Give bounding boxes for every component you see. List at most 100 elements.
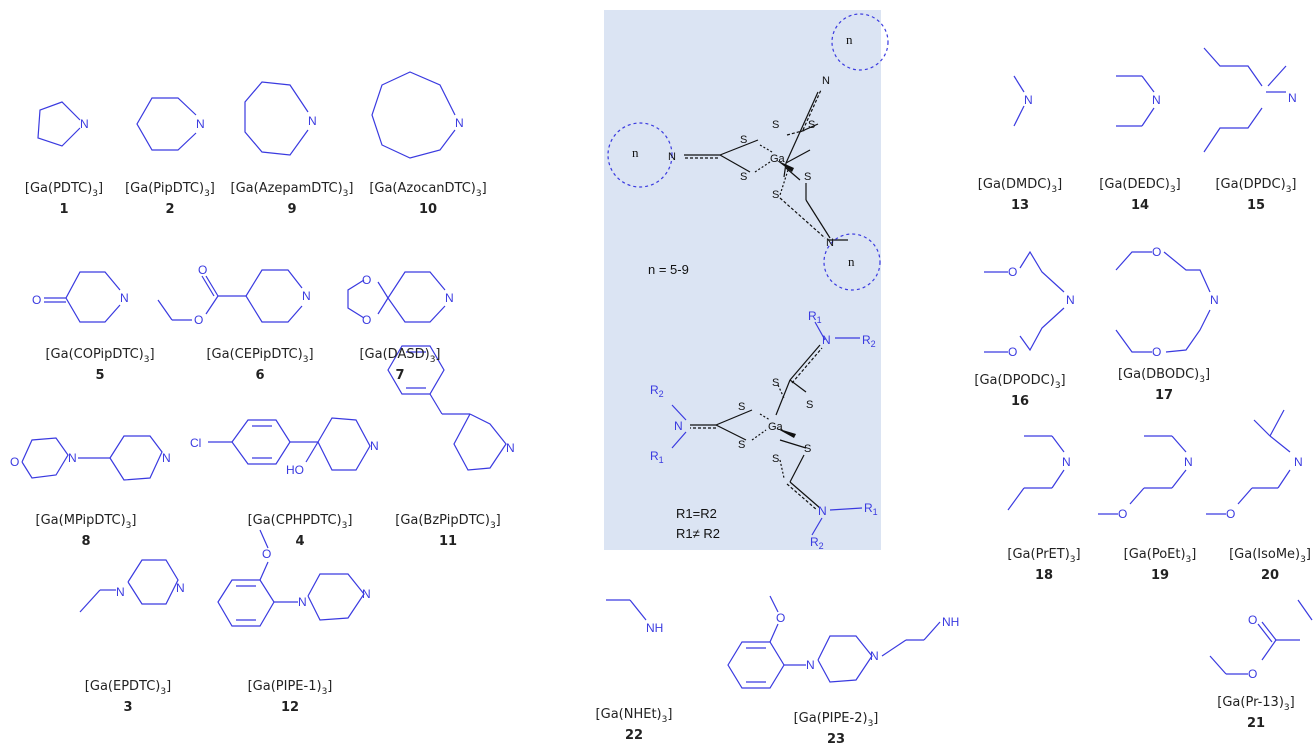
- compound-number: 18: [1035, 568, 1053, 583]
- compound-name: [Ga(Pr-13)3]: [1217, 695, 1294, 713]
- compound-name: [Ga(PIPE-1)3]: [248, 679, 333, 697]
- structure-6: [157, 269, 303, 323]
- core-n-left: N: [668, 151, 676, 163]
- atom-o-17a: O: [1152, 245, 1161, 259]
- atom-n-11: N: [506, 441, 515, 455]
- r-label-left-r2: R2: [650, 383, 664, 399]
- compound-19: [Ga(PoEt)3]19: [1124, 547, 1197, 583]
- ring-label-left: n: [632, 145, 639, 160]
- r-label-top-r2: R2: [862, 333, 876, 349]
- compound-name: [Ga(DBODC)3]: [1118, 367, 1210, 385]
- compound-7: [Ga(DASD)3]7: [359, 347, 440, 383]
- compound-1: [Ga(PDTC)3]1: [25, 181, 103, 217]
- atom-n-16: N: [1066, 293, 1075, 307]
- structure-15: [1203, 47, 1287, 153]
- compound-number: 17: [1155, 388, 1173, 403]
- compound-number: 16: [1011, 394, 1029, 409]
- compound-21: [Ga(Pr-13)3]21: [1217, 695, 1294, 731]
- core-ga-top: Ga: [770, 153, 786, 165]
- acyclic-s2: S: [738, 439, 745, 451]
- atom-n-14: N: [1152, 93, 1161, 107]
- compound-number: 3: [123, 700, 132, 715]
- svg-text:R2: R2: [650, 383, 664, 399]
- atom-nh-22: NH: [646, 621, 663, 635]
- compound-number: 4: [295, 534, 304, 549]
- svg-text:R2: R2: [862, 333, 876, 349]
- core-s1: S: [740, 134, 747, 146]
- compound-number: 2: [165, 202, 174, 217]
- structure-17: [1115, 251, 1211, 353]
- structure-16: [984, 250, 1065, 353]
- compound-20: [Ga(IsoMe)3] 20: [1229, 547, 1311, 583]
- structure-19: [1098, 435, 1187, 515]
- compound-15: [Ga(DPDC)3]15: [1215, 177, 1296, 213]
- compound-name: [Ga(PipDTC)3]: [125, 181, 215, 199]
- structure-23: [727, 595, 941, 689]
- atom-o-21b: O: [1248, 667, 1257, 681]
- compound-17: [Ga(DBODC)3] 17: [1118, 367, 1210, 403]
- compound-number: 20: [1261, 568, 1279, 583]
- compound-name: [Ga(PoEt)3]: [1124, 547, 1197, 565]
- compound-name: [Ga(NHEt)3]: [596, 707, 673, 725]
- structure-1: [37, 101, 81, 147]
- compound-name: [Ga(MPipDTC)3]: [36, 513, 137, 531]
- ring-bottom-right: [823, 233, 881, 291]
- compound-name: [Ga(CEPipDTC)3]: [206, 347, 313, 365]
- svg-text:R1: R1: [864, 501, 878, 517]
- r-notequal-label: R1≠ R2: [676, 526, 720, 541]
- compound-name: [Ga(AzepamDTC)3]: [231, 181, 354, 199]
- acyclic-s4: S: [806, 399, 813, 411]
- core-n-bottom: N: [826, 237, 834, 249]
- atom-n-1: N: [80, 117, 89, 131]
- atom-n-15: N: [1288, 91, 1297, 105]
- acyclic-s1: S: [738, 401, 745, 413]
- atom-n-23b: N: [870, 649, 879, 663]
- compound-8: [Ga(MPipDTC)3]8: [36, 513, 137, 549]
- structure-3: [79, 559, 179, 613]
- structure-7: [347, 271, 446, 323]
- atom-n-23a: N: [806, 658, 815, 672]
- atom-o-23: O: [776, 611, 785, 625]
- acyclic-n-left: N: [674, 419, 683, 433]
- ring-label-top: n: [846, 32, 853, 47]
- atom-n-3a: N: [116, 585, 125, 599]
- atom-n-2: N: [196, 117, 205, 131]
- atom-n-10: N: [455, 116, 464, 130]
- r-label-bottom-r1: R1: [864, 501, 878, 517]
- compound-number: 10: [419, 202, 437, 217]
- r-label-bottom-r2: R2: [810, 535, 824, 551]
- atom-n-12b: N: [362, 587, 371, 601]
- compound-13: [Ga(DMDC)3]13: [978, 177, 1062, 213]
- atom-n-3b: N: [176, 581, 185, 595]
- core-s3: S: [772, 119, 779, 131]
- structure-13: [1013, 75, 1025, 127]
- compound-10: [Ga(AzocanDTC)3]10: [369, 181, 486, 217]
- acyclic-r-groups: [671, 321, 863, 536]
- compound-number: 23: [827, 732, 845, 747]
- compound-9: [Ga(AzepamDTC)3]9: [231, 181, 354, 217]
- ring-left: [607, 122, 673, 188]
- atom-cl-4: Cl: [190, 436, 201, 450]
- acyclic-complex-structure: [690, 344, 823, 511]
- compound-name: [Ga(BzPipDTC)3]: [395, 513, 501, 531]
- compound-number: 15: [1247, 198, 1265, 213]
- n-range-label: n = 5-9: [648, 262, 689, 277]
- atom-n-13: N: [1024, 93, 1033, 107]
- compound-labels: [Ga(PDTC)3]1 [Ga(PipDTC)3] 2 [Ga(AzepamDTC)…: [25, 177, 1311, 747]
- core-s2: S: [740, 171, 747, 183]
- acyclic-n-bottom: N: [818, 504, 827, 518]
- compound-name: [Ga(IsoMe)3]: [1229, 547, 1311, 565]
- compound-name: [Ga(PDTC)3]: [25, 181, 103, 199]
- compound-number: 11: [439, 534, 457, 549]
- structure-4: [208, 417, 371, 471]
- structure-21: [1209, 599, 1313, 675]
- structure-18: [1007, 435, 1065, 511]
- atom-o-20: O: [1226, 507, 1235, 521]
- compound-12: [Ga(PIPE-1)3]12: [248, 679, 333, 715]
- structure-20: [1206, 409, 1291, 515]
- core-s6: S: [772, 189, 779, 201]
- atom-n-4: N: [370, 439, 379, 453]
- acyclic-n-top: N: [822, 333, 831, 347]
- complex-panel: [604, 10, 881, 550]
